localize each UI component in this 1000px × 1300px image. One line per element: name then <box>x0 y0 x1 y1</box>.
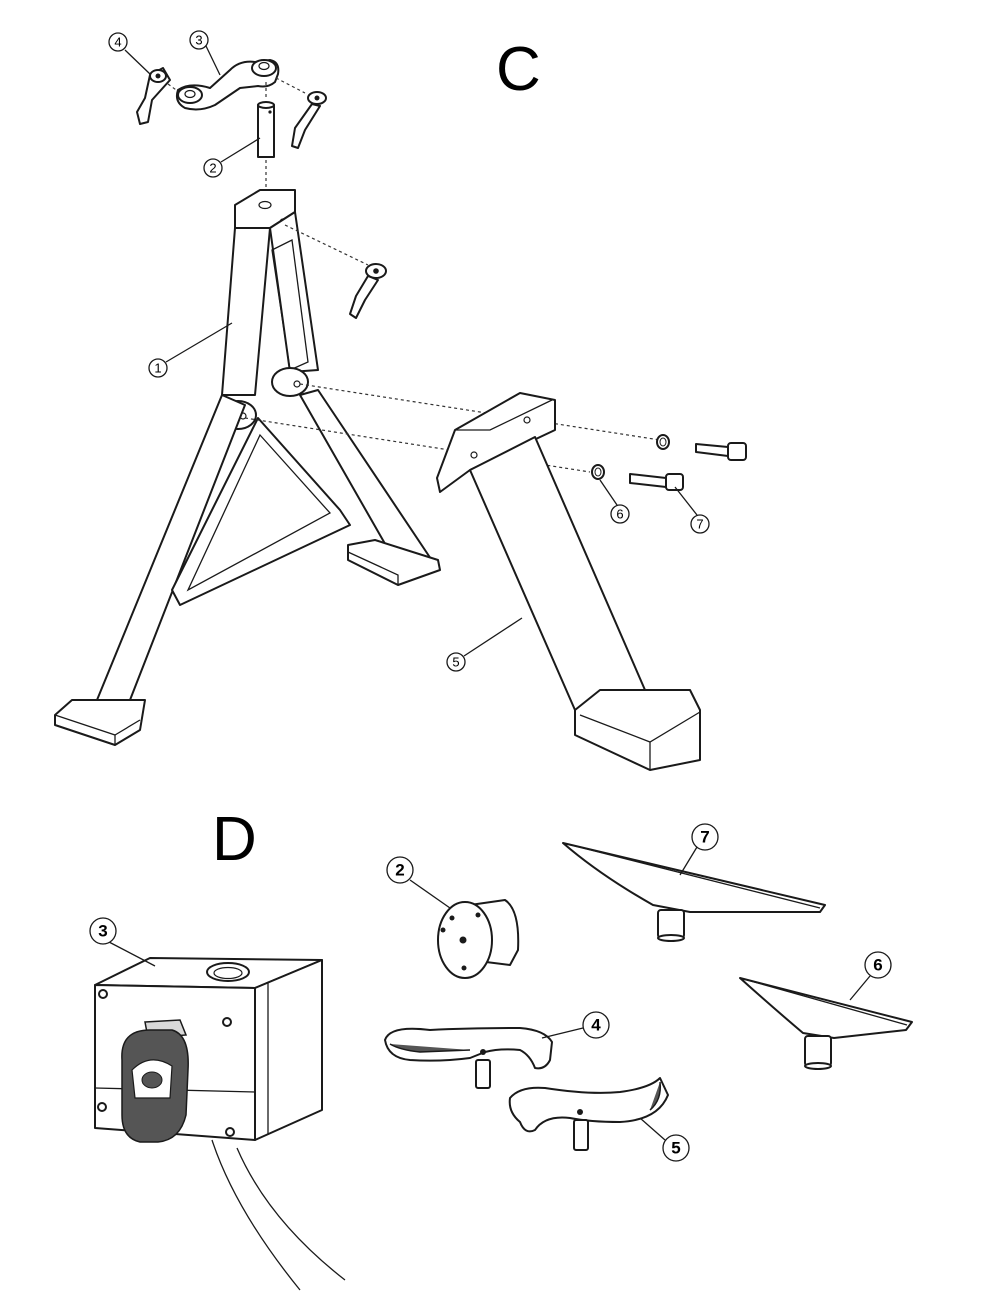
svg-text:7: 7 <box>700 828 709 847</box>
callout-c-5: 5 <box>446 617 523 672</box>
callout-c-7: 7 <box>674 486 710 534</box>
svg-text:2: 2 <box>395 861 404 880</box>
callout-c-4: 4 <box>108 32 151 75</box>
pin <box>257 101 275 190</box>
switch-box <box>94 957 346 1291</box>
callout-c-6: 6 <box>599 479 630 524</box>
svg-text:5: 5 <box>671 1139 680 1158</box>
callout-d-2: 2 <box>386 856 451 909</box>
svg-text:4: 4 <box>591 1016 601 1035</box>
callout-d-6: 6 <box>849 951 892 1001</box>
callout-c-2: 2 <box>203 137 261 178</box>
tool-rest-small <box>739 977 913 1070</box>
lever-handle-frame <box>284 224 387 319</box>
callout-d-4: 4 <box>541 1011 610 1039</box>
callout-d-7: 7 <box>679 823 719 876</box>
svg-text:6: 6 <box>616 507 623 522</box>
callout-d-3: 3 <box>89 917 156 967</box>
callout-d-5: 5 <box>639 1117 690 1162</box>
bolt-upper <box>695 442 747 461</box>
svg-text:4: 4 <box>114 35 121 50</box>
svg-text:5: 5 <box>452 655 459 670</box>
section-c-label: C <box>496 35 541 104</box>
washer-upper <box>656 434 670 450</box>
svg-text:3: 3 <box>98 922 107 941</box>
section-d-label: D <box>212 805 257 874</box>
stand-frame <box>54 189 441 746</box>
curved-rest-right <box>508 1077 669 1151</box>
callout-c-3: 3 <box>189 30 221 76</box>
support-leg <box>436 392 701 771</box>
svg-text:6: 6 <box>873 956 882 975</box>
washer-lower <box>591 464 605 480</box>
callout-c-1: 1 <box>148 322 233 378</box>
tool-rest-large <box>562 842 826 942</box>
lever-handle-left <box>136 67 184 125</box>
bolt-lower <box>629 473 684 491</box>
svg-text:7: 7 <box>696 517 703 532</box>
curved-rest-left <box>384 1027 553 1089</box>
svg-text:3: 3 <box>195 33 202 48</box>
swivel-arm <box>175 59 306 111</box>
faceplate <box>437 899 520 979</box>
svg-text:1: 1 <box>154 361 161 376</box>
lever-handle-right <box>291 91 327 149</box>
svg-text:2: 2 <box>209 161 216 176</box>
